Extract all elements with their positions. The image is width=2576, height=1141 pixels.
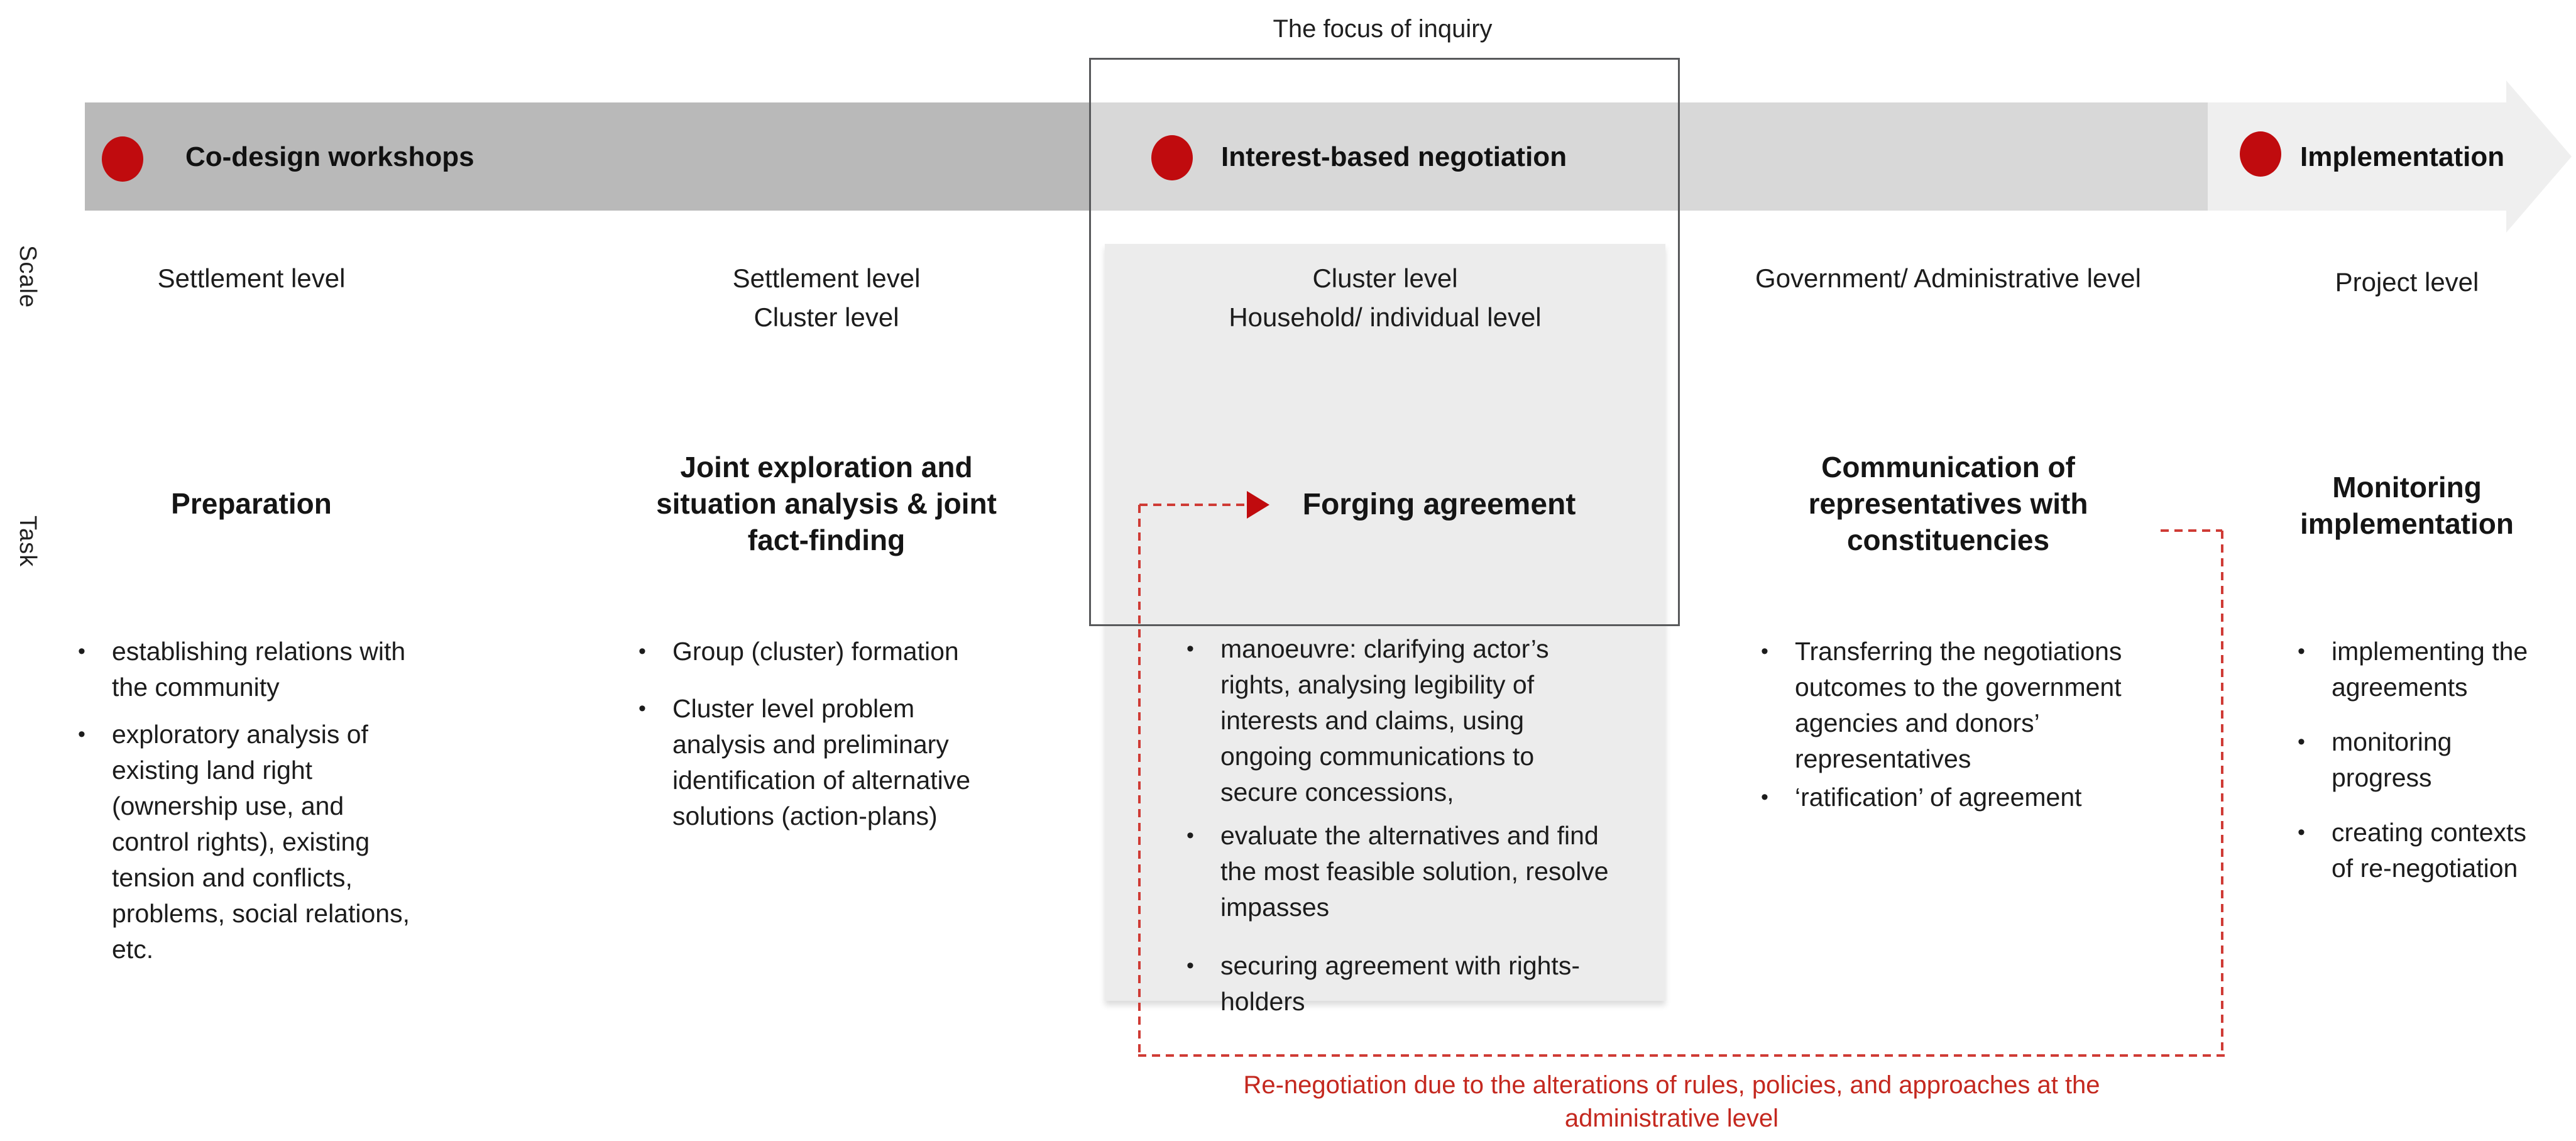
scale-line: Settlement level — [732, 263, 921, 293]
renegotiation-dash-arrow-line — [1139, 504, 1247, 506]
scale-line: Cluster level — [754, 302, 899, 332]
renegotiation-note: Re-negotiation due to the alterations of… — [1043, 1069, 2300, 1135]
renegotiation-dash-left — [1138, 505, 1141, 1056]
task-heading-monitoring: Monitoring implementation — [2269, 469, 2545, 542]
bullet-icon: • — [2298, 639, 2305, 663]
task-heading-preparation: Preparation — [75, 485, 427, 522]
list-item-text: creating contexts of re-negotiation — [2332, 818, 2526, 883]
task-heading-communication: Communication of representatives with co… — [1747, 449, 2149, 558]
scale-line: Settlement level — [157, 263, 346, 293]
task-heading-line: implementation — [2300, 507, 2514, 540]
bullet-icon: • — [639, 697, 646, 720]
list-item-text: evaluate the alternatives and find the m… — [1220, 821, 1609, 922]
scale-line: Household/ individual level — [1229, 302, 1542, 332]
scale-col1: Settlement level — [75, 259, 427, 298]
task-heading-line: constituencies — [1846, 524, 2050, 556]
bullet-icon: • — [1761, 785, 1768, 809]
renegotiation-note-line: administrative level — [1564, 1105, 1779, 1132]
bullet-icon: • — [1187, 637, 1194, 661]
list-item: • manoeuvre: clarifying actor’s rights, a… — [1184, 631, 1611, 810]
task-heading-line: fact-finding — [747, 524, 906, 556]
scale-line: Project level — [2335, 267, 2479, 297]
list-item-text: Cluster level problem analysis and preli… — [672, 694, 971, 830]
list-item: • Cluster level problem analysis and prel… — [636, 691, 1013, 834]
bullet-list-joint-exploration: • Group (cluster) formation • Cluster leve… — [636, 634, 1013, 834]
scale-col4: Government/ Administrative level — [1747, 259, 2149, 298]
bullet-icon: • — [639, 639, 646, 663]
bullet-list-preparation: • establishing relations with the communi… — [75, 634, 415, 967]
phase-band-negotiation — [1091, 102, 2208, 211]
list-item-text: securing agreement with rights-holders — [1220, 951, 1580, 1016]
bullet-list-forging-agreement: • manoeuvre: clarifying actor’s rights, a… — [1184, 631, 1611, 1020]
list-item: • exploratory analysis of existing land r… — [75, 717, 415, 967]
bullet-list-monitoring: • implementing the agreements • monitoring… — [2295, 634, 2546, 886]
list-item: • securing agreement with rights-holders — [1184, 948, 1611, 1020]
negotiation-panel — [1105, 244, 1665, 1001]
scale-line: Government/ Administrative level — [1755, 263, 2141, 293]
list-item-text: establishing relations with the communit… — [112, 637, 406, 702]
focus-of-inquiry-title: The focus of inquiry — [1273, 15, 1493, 43]
scale-col3: Cluster level Household/ individual leve… — [1105, 259, 1665, 337]
phase-label-negotiation: Interest-based negotiation — [1221, 141, 1567, 172]
bullet-icon: • — [2298, 820, 2305, 844]
list-item-text: implementing the agreements — [2332, 637, 2528, 702]
list-item: • implementing the agreements — [2295, 634, 2546, 705]
phase-band-codesign — [85, 102, 1091, 211]
task-heading-line: Forging agreement — [1302, 488, 1576, 521]
task-heading-line: Joint exploration and — [680, 451, 973, 483]
renegotiation-dash-stub — [2161, 529, 2222, 532]
bullet-icon: • — [2298, 730, 2305, 754]
task-heading-line: situation analysis & joint — [656, 487, 997, 520]
task-heading-line: Preparation — [171, 487, 332, 520]
red-dot-icon — [2240, 131, 2281, 177]
scale-line: Cluster level — [1312, 263, 1458, 293]
renegotiation-dash-right — [2221, 531, 2223, 1057]
bullet-icon: • — [1187, 824, 1194, 847]
scale-col5: Project level — [2269, 263, 2545, 302]
list-item-text: exploratory analysis of existing land ri… — [112, 720, 410, 964]
list-item: • creating contexts of re-negotiation — [2295, 815, 2546, 886]
bullet-list-communication: • Transferring the negotiations outcomes … — [1758, 634, 2148, 815]
list-item-text: monitoring progress — [2332, 727, 2452, 792]
list-item-text: Transferring the negotiations outcomes t… — [1795, 637, 2122, 773]
red-dot-icon — [102, 136, 143, 182]
phase-label-codesign: Co-design workshops — [185, 141, 474, 172]
list-item: • establishing relations with the communi… — [75, 634, 415, 705]
list-item-text: Group (cluster) formation — [672, 637, 959, 666]
list-item: • ‘ratification’ of agreement — [1758, 780, 2148, 815]
task-heading-line: representatives with — [1808, 487, 2088, 520]
list-item: • Group (cluster) formation — [636, 634, 1013, 670]
list-item-text: ‘ratification’ of agreement — [1795, 783, 2082, 812]
renegotiation-arrowhead-icon — [1247, 491, 1269, 519]
bullet-icon: • — [1761, 639, 1768, 663]
task-heading-line: Monitoring — [2332, 471, 2482, 504]
axis-label-scale: Scale — [14, 245, 41, 309]
scale-col2: Settlement level Cluster level — [625, 259, 1028, 337]
phase-label-implementation: Implementation — [2300, 141, 2505, 172]
red-dot-icon — [1151, 135, 1193, 180]
task-heading-forging-agreement: Forging agreement — [1263, 487, 1615, 523]
list-item: • evaluate the alternatives and find the … — [1184, 818, 1611, 925]
axis-label-task: Task — [14, 515, 41, 568]
task-heading-line: Communication of — [1821, 451, 2075, 483]
renegotiation-dash-bottom — [1138, 1054, 2225, 1057]
band-arrowhead-icon — [2506, 80, 2572, 233]
list-item: • Transferring the negotiations outcomes … — [1758, 634, 2148, 777]
bullet-icon: • — [1187, 954, 1194, 978]
list-item: • monitoring progress — [2295, 724, 2546, 796]
bullet-icon: • — [78, 722, 85, 746]
renegotiation-note-line: Re-negotiation due to the alterations of… — [1243, 1071, 2100, 1099]
bullet-icon: • — [78, 639, 85, 663]
focus-of-inquiry-box — [1089, 58, 1680, 626]
list-item-text: manoeuvre: clarifying actor’s rights, an… — [1220, 634, 1549, 807]
task-heading-joint-exploration: Joint exploration and situation analysis… — [625, 449, 1028, 558]
